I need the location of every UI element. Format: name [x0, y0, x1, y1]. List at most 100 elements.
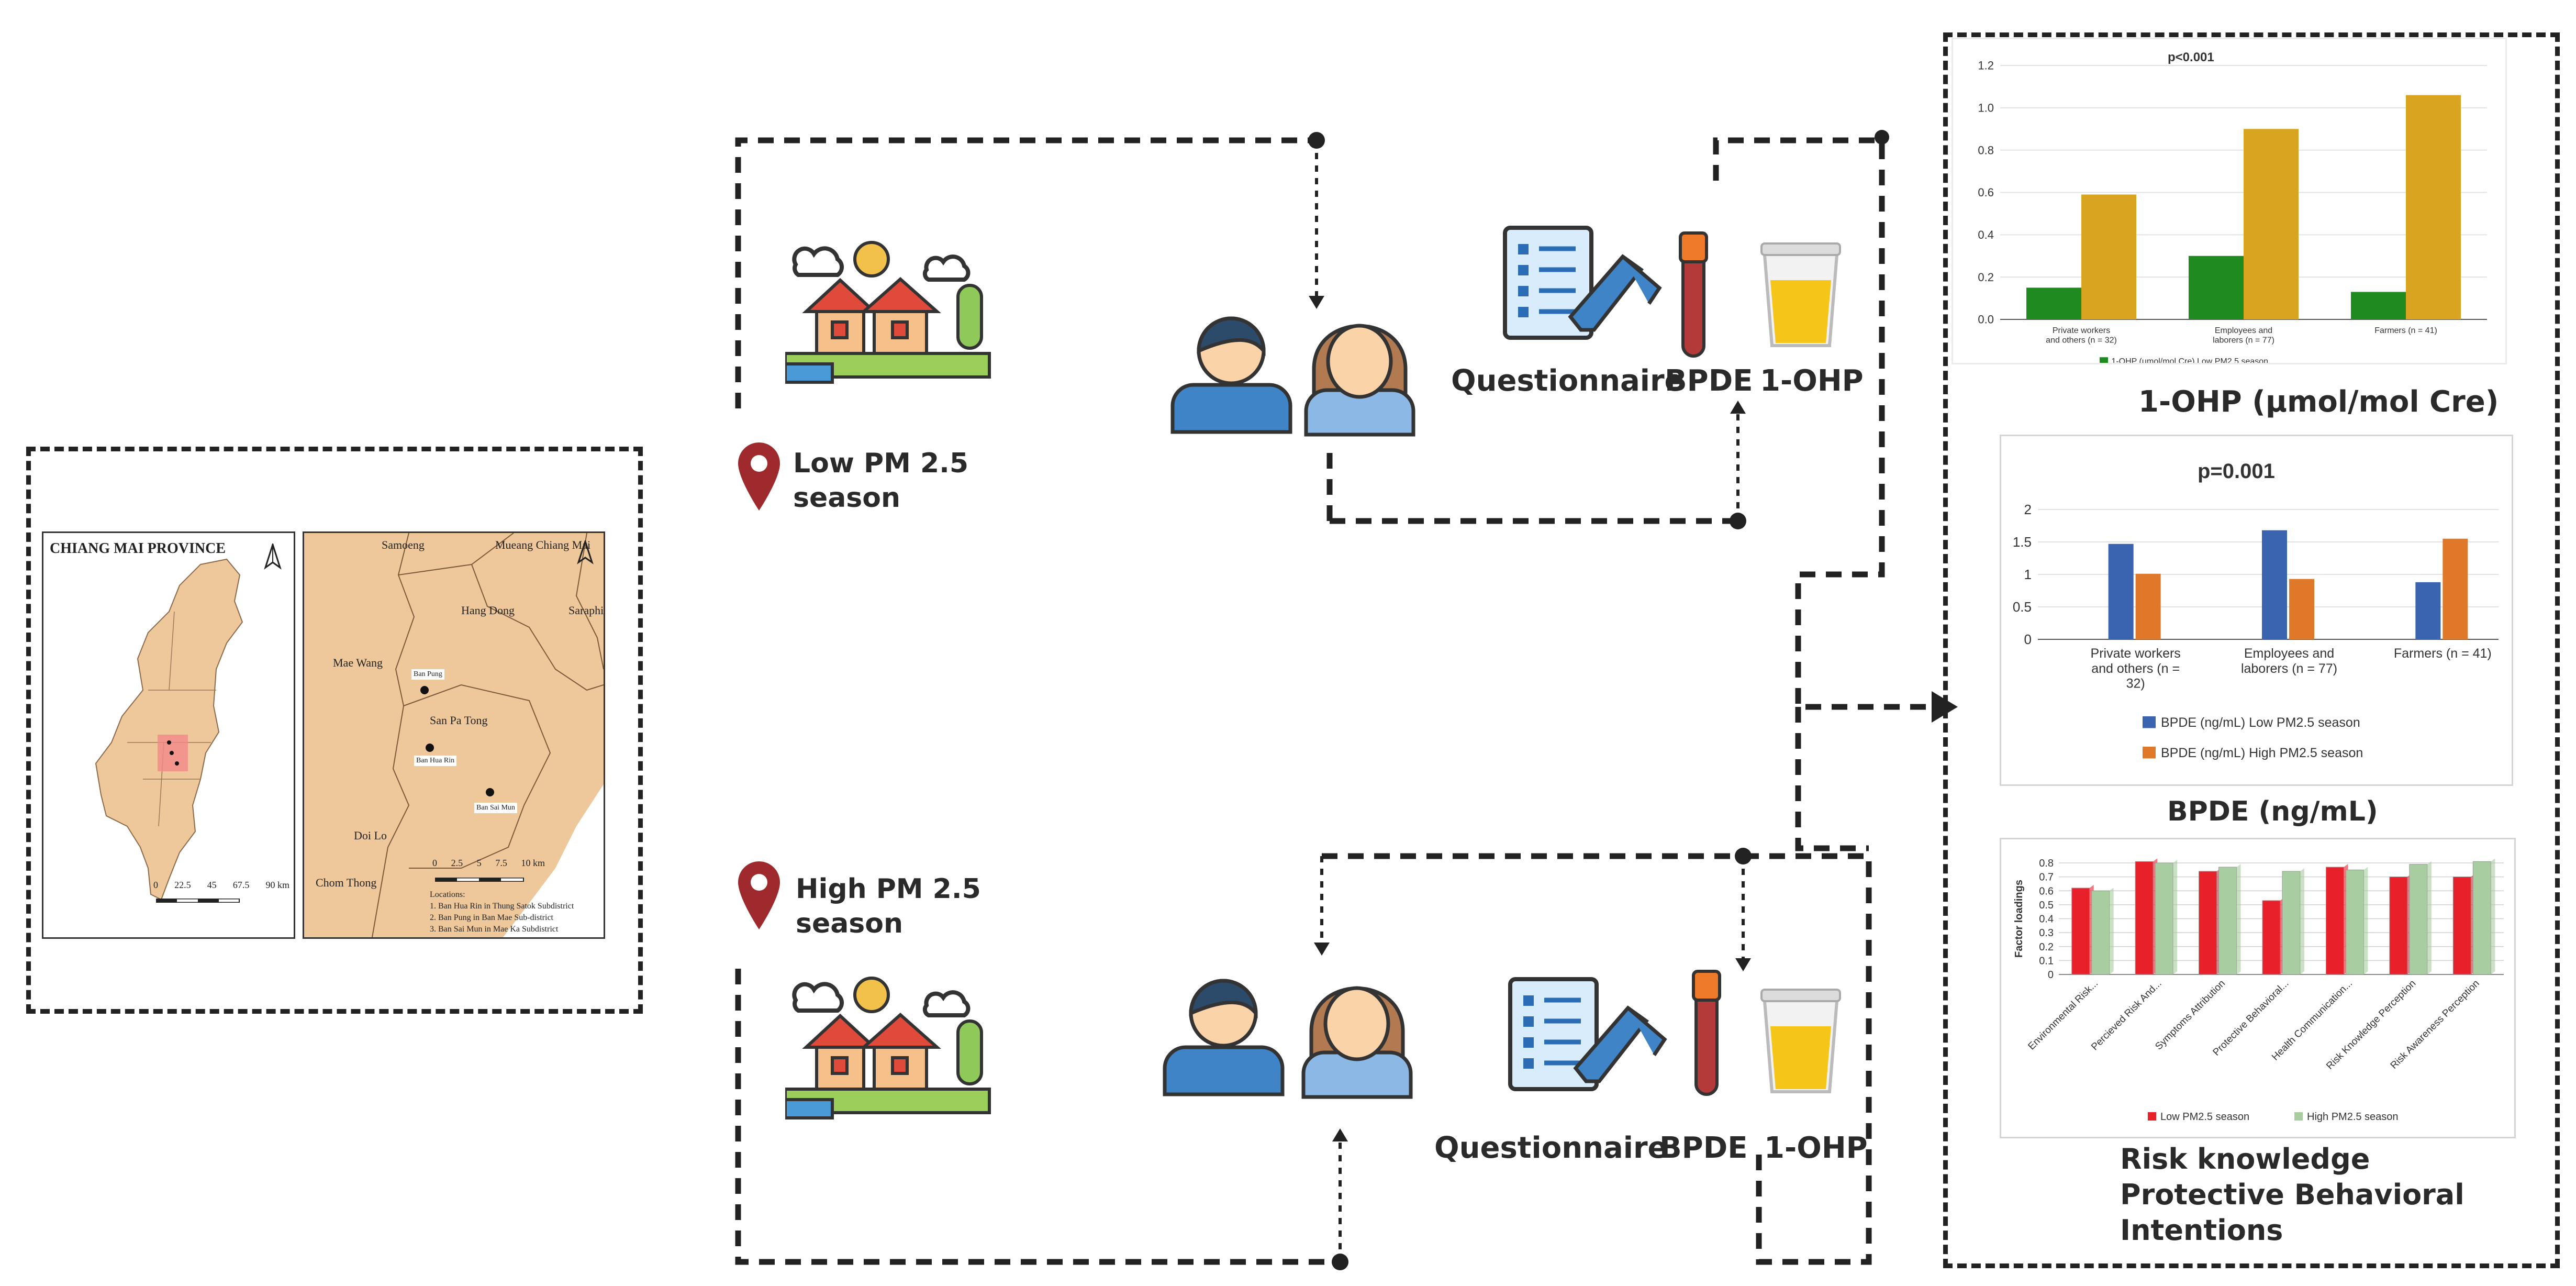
bar	[2081, 194, 2136, 319]
legend-swatch	[2148, 1112, 2156, 1121]
bar-depth	[2236, 863, 2241, 974]
village-label: Ban Sai Mun	[474, 803, 517, 813]
bar	[2472, 861, 2491, 975]
bar-depth	[2300, 868, 2304, 974]
legend-swatch	[2294, 1112, 2303, 1121]
province-map-title: CHIANG MAI PROVINCE	[50, 540, 226, 557]
district-label: Hang Dong	[461, 604, 515, 617]
bar	[2071, 888, 2090, 975]
bar	[2406, 95, 2461, 319]
village-icon	[785, 977, 991, 1119]
questionnaire-icon	[1508, 977, 1667, 1091]
high-season-label-line1: High PM 2.5	[796, 873, 981, 905]
x-tick-label: 32)	[2126, 677, 2145, 691]
caption-line: Risk knowledge	[2120, 1143, 2370, 1176]
bpde-label: BPDE	[1665, 364, 1753, 398]
bar-depth	[2491, 858, 2495, 974]
district-label: Samoeng	[382, 538, 425, 551]
district-label: Saraphi	[568, 604, 604, 617]
man-icon	[1170, 316, 1292, 434]
bar	[2155, 862, 2173, 975]
woman-icon	[1301, 986, 1413, 1099]
y-tick-label: 0.7	[2039, 872, 2054, 883]
bar-depth	[2173, 860, 2178, 974]
x-tick-label: and others (n = 32)	[2046, 336, 2117, 345]
bar	[2091, 890, 2110, 975]
x-tick-label: Percieved Risk And...	[2089, 978, 2164, 1053]
y-tick-label: 0.8	[2039, 858, 2054, 869]
scale-label: 5	[476, 858, 482, 868]
results-frame	[1943, 32, 2560, 1268]
chart-title: p=0.001	[2198, 460, 2275, 483]
location-item: 3. Ban Sai Mun in Mae Ka Subdistrict	[430, 925, 559, 934]
location-pin-icon	[738, 442, 780, 511]
district-label: Chom Thong	[316, 876, 377, 889]
scale-label: 67.5	[232, 880, 250, 890]
urine-cup-icon	[1760, 242, 1841, 347]
scale-label: 10 km	[521, 858, 545, 868]
legend-swatch	[2143, 716, 2156, 728]
y-tick-label: 0.4	[2039, 914, 2054, 925]
bar	[2409, 864, 2428, 975]
blood-tube-icon	[1679, 231, 1708, 358]
bar	[2189, 256, 2244, 319]
x-tick-label: Employees and	[2244, 646, 2334, 661]
x-tick-label: laborers (n = 77)	[2213, 336, 2274, 345]
bar	[2244, 129, 2299, 319]
province-map: CHIANG MAI PROVINCE 0 22.5 45 67.5 90 km	[42, 531, 295, 939]
questionnaire-icon	[1503, 226, 1662, 340]
location-pin-icon	[738, 861, 780, 929]
y-tick-label: 0.5	[2013, 599, 2032, 615]
scale-label: 0	[432, 858, 437, 868]
legend-label: BPDE (ng/mL) Low PM2.5 season	[2161, 715, 2360, 730]
location-item: 2. Ban Pung in Ban Mae Sub-district	[430, 913, 553, 922]
district-map: Samoeng Mueang Chiang Mai Hang Dong Sara…	[303, 531, 605, 939]
blood-tube-icon	[1692, 970, 1721, 1096]
scale-bar-left: 0 22.5 45 67.5 90 km	[153, 880, 289, 891]
ohp-label: 1-OHP	[1760, 364, 1864, 398]
bar	[2443, 538, 2468, 639]
questionnaire-label: Questionnaire	[1451, 364, 1685, 398]
x-tick-label: Private workers	[2091, 646, 2181, 661]
bar-depth	[2363, 867, 2368, 974]
y-tick-label: 1.5	[2013, 534, 2032, 550]
chart-factor-caption: Risk knowledge Protective Behavioral Int…	[2120, 1141, 2465, 1248]
y-tick-label: 0.2	[1978, 271, 1994, 284]
y-tick-label: 0	[2024, 631, 2032, 647]
y-tick-label: 0.6	[1978, 186, 1994, 199]
x-tick-label: and others (n =	[2091, 661, 2180, 676]
province-shape	[95, 558, 243, 903]
y-tick-label: 2	[2024, 502, 2032, 517]
y-tick-label: 0	[2048, 969, 2054, 981]
bar	[2351, 292, 2406, 319]
bar	[2325, 867, 2344, 975]
x-tick-label: Employees and	[2215, 326, 2272, 335]
location-item: 1. Ban Hua Rin in Thung Satok Subdistric…	[430, 902, 574, 911]
questionnaire-label: Questionnaire	[1434, 1131, 1668, 1165]
bpde-label: BPDE	[1659, 1131, 1748, 1165]
man-icon	[1163, 979, 1285, 1096]
north-arrow-icon	[577, 540, 594, 564]
bar	[2389, 877, 2408, 975]
y-tick-label: 1.0	[1978, 102, 1994, 115]
scale-label: 22.5	[174, 880, 191, 890]
high-season-label: High PM 2.5 season	[796, 872, 981, 941]
bar	[2282, 871, 2301, 975]
y-tick-label: 0.8	[1978, 143, 1994, 157]
bar	[2345, 869, 2364, 975]
legend-swatch	[2143, 747, 2156, 759]
high-season-label-line2: season	[796, 908, 904, 939]
scale-bar-right: 0 2.5 5 7.5 10 km	[432, 858, 545, 869]
bar	[2415, 582, 2441, 639]
y-tick-label: 0.3	[2039, 927, 2054, 939]
caption-line: Protective Behavioral	[2120, 1178, 2465, 1211]
scale-label: 45	[207, 880, 217, 890]
bar	[2026, 287, 2081, 319]
scale-label: 2.5	[451, 858, 463, 868]
x-tick-label: Symptoms Attribution	[2153, 978, 2227, 1052]
y-tick-label: 0.0	[1978, 313, 1994, 326]
